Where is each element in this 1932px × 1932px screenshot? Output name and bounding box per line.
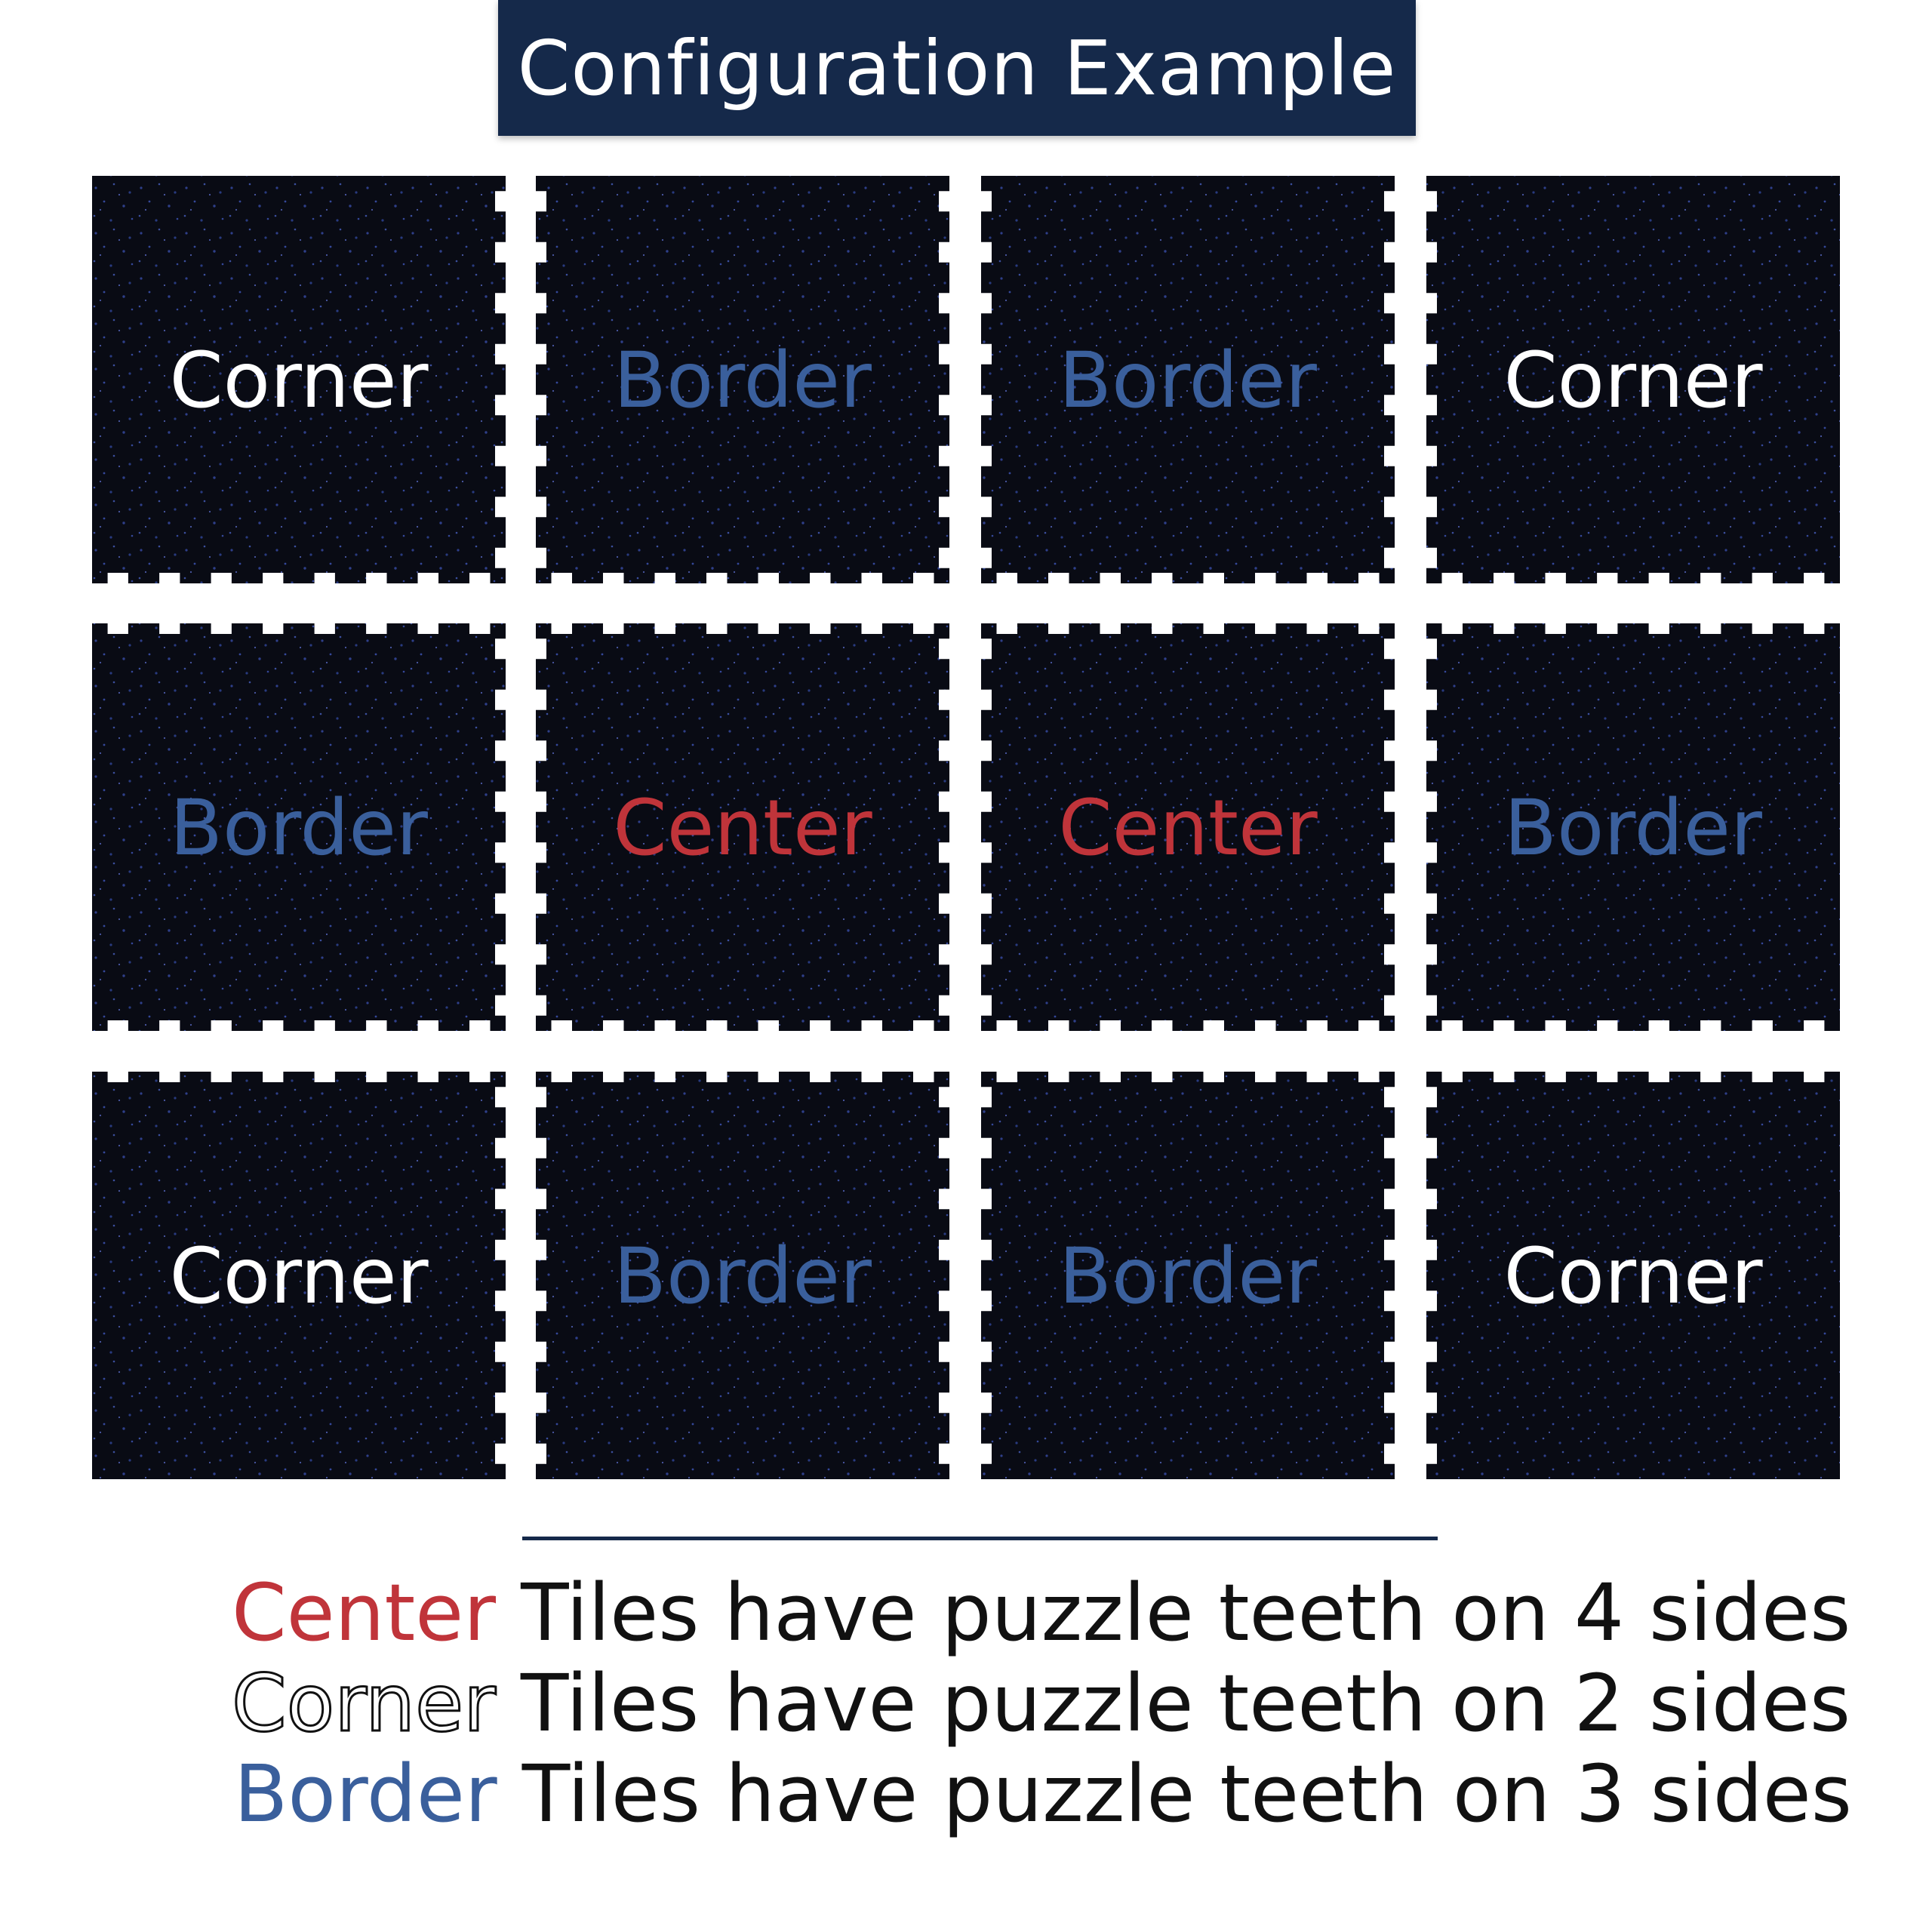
tile-label: Border — [1504, 783, 1762, 873]
tile-label: Center — [1058, 783, 1317, 873]
tile-label: Border — [614, 1232, 872, 1321]
tile-surface — [536, 623, 949, 1031]
tile-label: Border — [170, 783, 428, 873]
tile-label: Center — [613, 783, 872, 873]
tile-surface — [981, 623, 1395, 1031]
tile-label: Border — [614, 336, 872, 426]
tile-surface — [981, 176, 1395, 583]
legend-corner: Corner Tiles have puzzle teeth on 2 side… — [231, 1663, 1851, 1744]
tile-label: Corner — [169, 336, 428, 426]
legend-text-corner: Tiles have puzzle teeth on 2 sides — [495, 1657, 1851, 1749]
tile-label: Border — [1059, 1232, 1317, 1321]
header-banner: Configuration Example — [498, 0, 1416, 136]
tile-surface — [1426, 176, 1840, 583]
divider — [522, 1537, 1438, 1540]
page-title: Configuration Example — [517, 23, 1397, 112]
legend-keyword-center: Center — [232, 1567, 497, 1659]
tile-border: Border — [92, 623, 506, 1031]
tile-border: Border — [536, 1072, 949, 1479]
tile-surface — [92, 623, 506, 1031]
legend-text-border: Tiles have puzzle teeth on 3 sides — [497, 1748, 1852, 1840]
legend-center: Center Tiles have puzzle teeth on 4 side… — [232, 1574, 1850, 1652]
legend-keyword-border: Border — [234, 1748, 497, 1840]
tile-surface — [1426, 623, 1840, 1031]
tile-label: Corner — [1503, 336, 1762, 426]
legend-text-center: Tiles have puzzle teeth on 4 sides — [496, 1567, 1851, 1659]
tile-corner: Corner — [1426, 176, 1840, 583]
legend-keyword-corner: Corner — [231, 1657, 497, 1749]
tile-label: Corner — [169, 1232, 428, 1321]
tile-surface — [981, 1072, 1395, 1479]
tile-surface — [1426, 1072, 1840, 1479]
tile-surface — [536, 176, 949, 583]
tile-label: Border — [1059, 336, 1317, 426]
tile-center: Center — [981, 623, 1395, 1031]
tile-border: Border — [1426, 623, 1840, 1031]
tile-surface — [536, 1072, 949, 1479]
tile-corner: Corner — [92, 176, 506, 583]
tile-border: Border — [981, 176, 1395, 583]
tile-surface — [92, 1072, 506, 1479]
tile-corner: Corner — [1426, 1072, 1840, 1479]
legend-border: Border Tiles have puzzle teeth on 3 side… — [234, 1755, 1852, 1833]
tile-surface — [92, 176, 506, 583]
tile-label: Corner — [1503, 1232, 1762, 1321]
tile-border: Border — [981, 1072, 1395, 1479]
tile-center: Center — [536, 623, 949, 1031]
tile-corner: Corner — [92, 1072, 506, 1479]
tile-border: Border — [536, 176, 949, 583]
